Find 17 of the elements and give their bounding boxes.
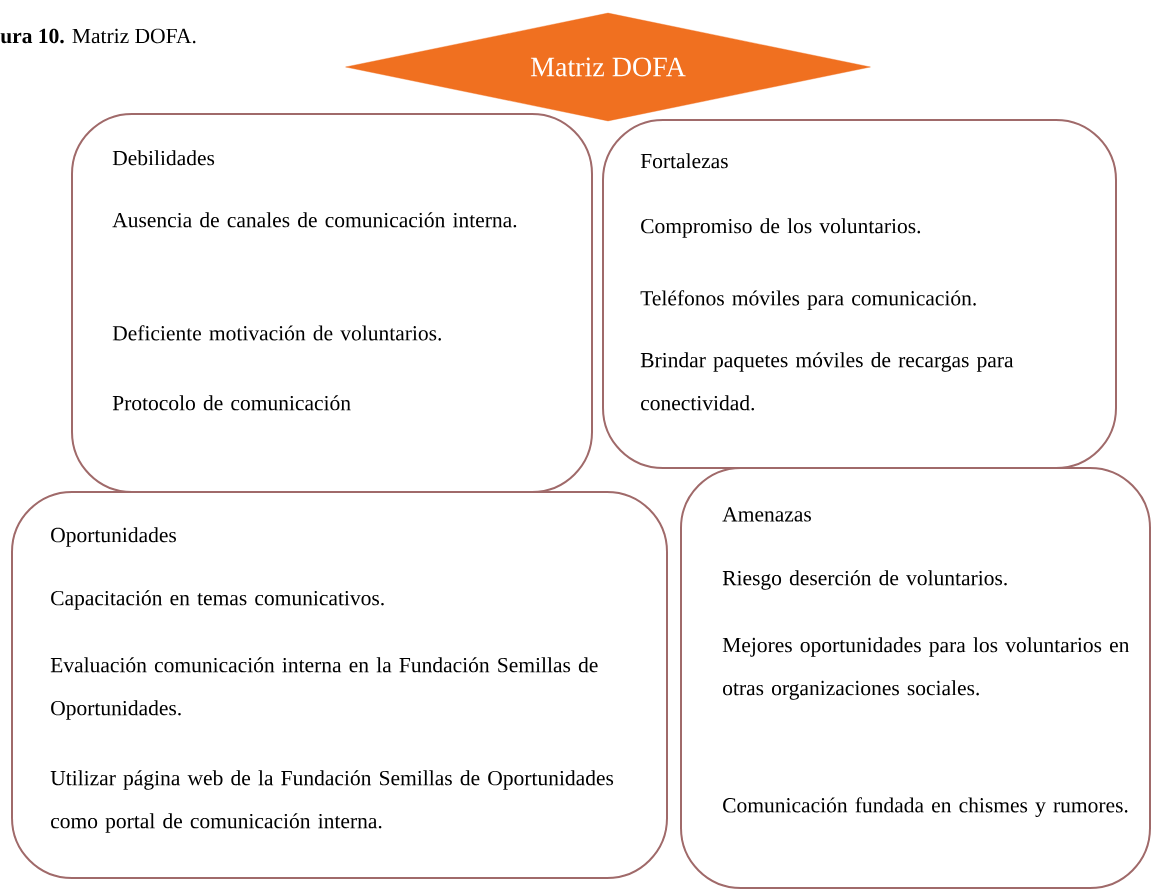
list-item: Protocolo de comunicación <box>112 395 351 411</box>
list-item: Capacitación en temas comunicativos. <box>51 590 384 610</box>
list-item: Mejores oportunidades para los voluntarios en otras organizaciones sociales. <box>722 637 1130 700</box>
box-heading: Fortalezas <box>640 153 728 169</box>
box-heading: Debilidades <box>112 150 215 166</box>
list-item: Brindar paquetes móviles de recargas para conectividad. <box>640 352 1014 411</box>
box-heading: Oportunidades <box>51 527 177 547</box>
list-item: Evaluación comunicación interna en la Fundación Semillas de Oportunidades. <box>50 657 598 720</box>
list-item: Teléfonos móviles para comunicación. <box>640 290 976 310</box>
list-item: Comunicación fundada en chismes y rumores. <box>723 797 1128 817</box>
list-item: Deficiente motivación de voluntarios. <box>112 325 441 341</box>
list-item: Riesgo deserción de voluntarios. <box>722 570 1007 590</box>
list-item: Utilizar página web de la Fundación Semillas de Oportunidades como portal de comunicación interna. <box>50 770 614 833</box>
list-item: Ausencia de canales de comunicación interna. <box>112 212 517 228</box>
figure-caption: ura 10. Matriz DOFA. <box>0 28 196 44</box>
list-item: Compromiso de los voluntarios. <box>641 218 921 238</box>
box-heading: Amenazas <box>722 507 811 522</box>
